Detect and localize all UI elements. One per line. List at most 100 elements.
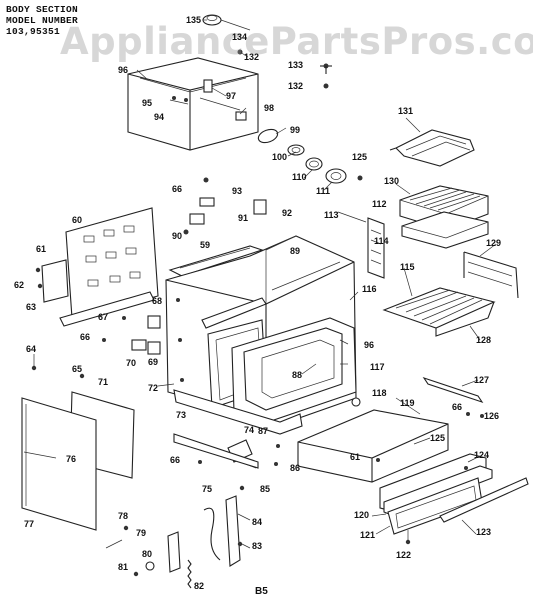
watermark: AppliancePartsPros.com	[60, 20, 533, 63]
part-number-label: 78	[118, 511, 129, 521]
part-number-label: 100	[272, 152, 288, 162]
part-number-label: 85	[260, 484, 271, 494]
drawer-panel	[383, 465, 493, 535]
part-number-label: 82	[194, 581, 205, 591]
part-number-label: 125	[352, 152, 368, 162]
part-number-label: 119	[400, 398, 415, 408]
rack-guide	[463, 251, 519, 299]
part-number-label: 74	[244, 425, 255, 435]
part-number-label: 129	[486, 238, 502, 248]
part-number-label: 91	[238, 213, 249, 223]
part-number-label: 132	[288, 81, 304, 91]
part-number-label: 94	[154, 112, 165, 122]
part-number-label: 92	[282, 208, 293, 218]
bottom-bracket	[173, 433, 259, 469]
part-number-label: 79	[136, 528, 147, 538]
part-number-label: 73	[176, 410, 187, 420]
part-number-label: 65	[72, 364, 83, 374]
part-number-label: 89	[290, 246, 301, 256]
part-number-label: 113	[324, 210, 339, 220]
part-number-label: 96	[364, 340, 375, 350]
upper-body-box	[127, 57, 259, 151]
part-number-label: 98	[264, 103, 275, 113]
part-number-label: 111	[316, 186, 331, 196]
part-number-label: 86	[290, 463, 301, 473]
top-knob-part	[202, 14, 251, 58]
part-number-label: 71	[98, 377, 109, 387]
part-number-label: 134	[232, 32, 248, 42]
part-number-label: 66	[452, 402, 463, 412]
part-number-label: 63	[26, 302, 37, 312]
part-number-label: 117	[370, 362, 385, 372]
part-number-label: 116	[362, 284, 377, 294]
page-label: B5	[255, 586, 268, 597]
front-trim-strip	[422, 376, 484, 404]
part-number-label: 69	[148, 357, 159, 367]
part-number-label: 60	[72, 215, 83, 225]
lower-strip	[59, 291, 155, 327]
part-number-label: 124	[474, 450, 490, 460]
part-number-label: 75	[202, 484, 213, 494]
part-number-label: 61	[350, 452, 361, 462]
part-number-label: 93	[232, 186, 243, 196]
kick-strip	[439, 477, 529, 523]
part-number-label: 126	[484, 411, 500, 421]
header-line-2: MODEL NUMBER	[6, 15, 79, 26]
part-number-label: 84	[252, 517, 263, 527]
part-number-label: 61	[36, 244, 47, 254]
header-line-1: BODY SECTION	[6, 4, 79, 15]
light-and-rings	[257, 128, 363, 184]
part-number-label: 125	[430, 433, 446, 443]
side-panel	[21, 391, 135, 531]
oven-door-frame	[231, 317, 357, 425]
part-number-label: 123	[476, 527, 492, 537]
part-number-label: 66	[170, 455, 181, 465]
part-number-label: 88	[292, 370, 303, 380]
part-number-label: 68	[152, 296, 163, 306]
part-number-label: 133	[288, 60, 304, 70]
part-number-label: 66	[172, 184, 183, 194]
storage-drawer	[297, 409, 449, 483]
top-trim-strip	[168, 245, 264, 277]
leader-lines	[23, 19, 497, 549]
part-number-label: 132	[244, 52, 260, 62]
part-number-label: 81	[118, 562, 129, 572]
broil-element	[389, 129, 475, 167]
small-brackets	[183, 177, 267, 235]
vent-part	[367, 217, 385, 279]
door-hinge-parts	[187, 485, 245, 589]
part-number-label: 83	[252, 541, 263, 551]
part-number-label: 121	[360, 530, 376, 540]
left-screws	[31, 354, 85, 379]
base-frame	[173, 389, 303, 435]
part-number-label: 135	[186, 15, 202, 25]
part-number-label: 110	[292, 172, 307, 182]
part-number-label: 122	[396, 550, 412, 560]
control-hardware	[102, 315, 161, 355]
rear-panel	[35, 207, 159, 319]
part-number-label: 97	[226, 91, 237, 101]
part-number-label: 130	[384, 176, 400, 186]
top-right-screws	[320, 63, 332, 89]
part-number-label: 95	[142, 98, 153, 108]
part-number-label: 90	[172, 231, 183, 241]
oven-rack	[382, 287, 496, 337]
part-number-label: 67	[98, 312, 109, 322]
part-number-label: 114	[374, 236, 389, 246]
part-number-label: 115	[400, 262, 415, 272]
part-number-label: 118	[372, 388, 387, 398]
part-number-label: 70	[126, 358, 137, 368]
part-number-label: 127	[474, 375, 490, 385]
center-screws	[198, 444, 280, 466]
bottom-screw	[405, 530, 411, 545]
part-number-label: 77	[24, 519, 35, 529]
part-number-label: 59	[200, 240, 211, 250]
part-number-label: 131	[398, 106, 414, 116]
header-line-3: 103,95351	[6, 26, 61, 37]
right-fasteners	[351, 397, 484, 418]
part-number-label: 87	[258, 426, 269, 436]
broiler-pan-and-grid	[399, 185, 489, 249]
part-number-label: 62	[14, 280, 25, 290]
